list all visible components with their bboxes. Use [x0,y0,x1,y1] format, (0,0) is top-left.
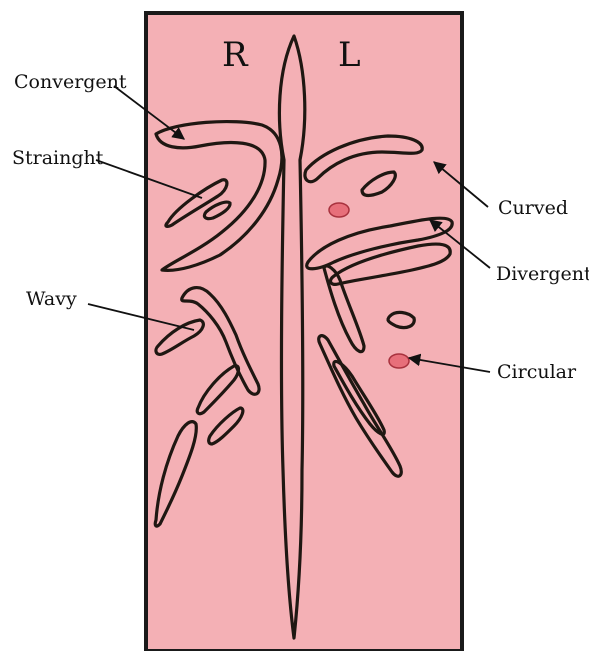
curved-label: Curved [498,197,568,219]
left-side-label: L [338,35,361,75]
wavy-label: Wavy [26,288,77,310]
straight-label: Strainght [12,147,104,169]
circular-dot-upper [329,203,349,217]
right-side-label: R [222,35,249,75]
divergent-label: Divergent [496,263,589,285]
circular-label: Circular [497,361,577,383]
convergent-label: Convergent [14,71,127,93]
circular-dot-lower [389,354,409,368]
